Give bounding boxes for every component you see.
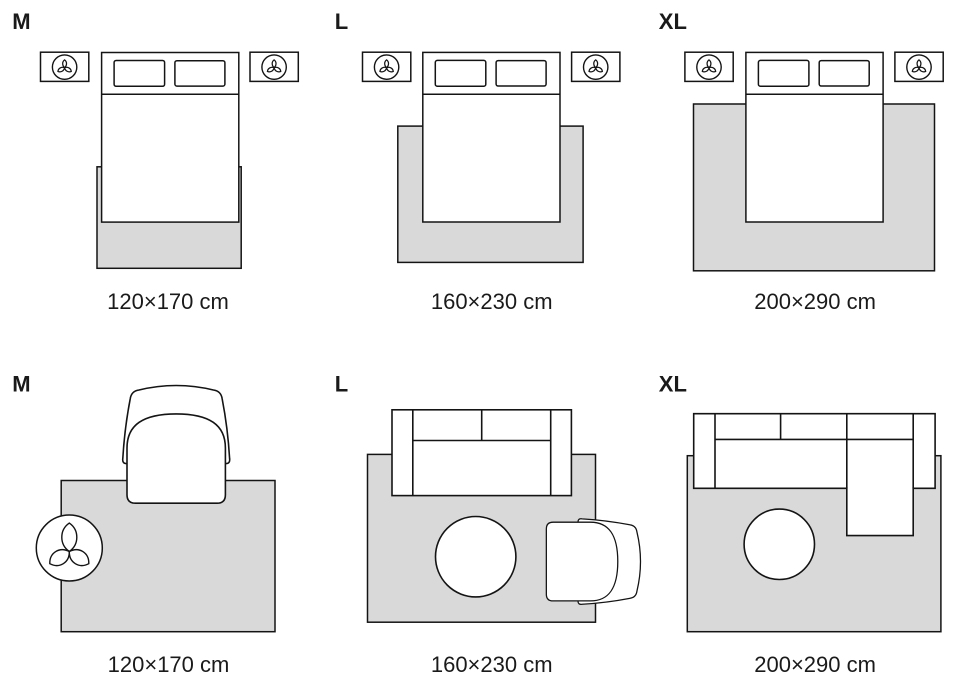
svg-text:160×230 cm: 160×230 cm — [431, 289, 553, 314]
svg-text:L: L — [335, 372, 348, 397]
svg-text:L: L — [335, 9, 348, 34]
svg-text:200×290 cm: 200×290 cm — [754, 289, 876, 314]
svg-text:XL: XL — [659, 372, 687, 397]
svg-text:120×170 cm: 120×170 cm — [108, 652, 230, 677]
svg-text:120×170 cm: 120×170 cm — [107, 289, 229, 314]
svg-text:M: M — [12, 9, 30, 34]
svg-text:200×290 cm: 200×290 cm — [754, 652, 876, 677]
svg-text:M: M — [12, 372, 30, 397]
svg-text:160×230 cm: 160×230 cm — [431, 652, 553, 677]
svg-text:XL: XL — [659, 9, 687, 34]
